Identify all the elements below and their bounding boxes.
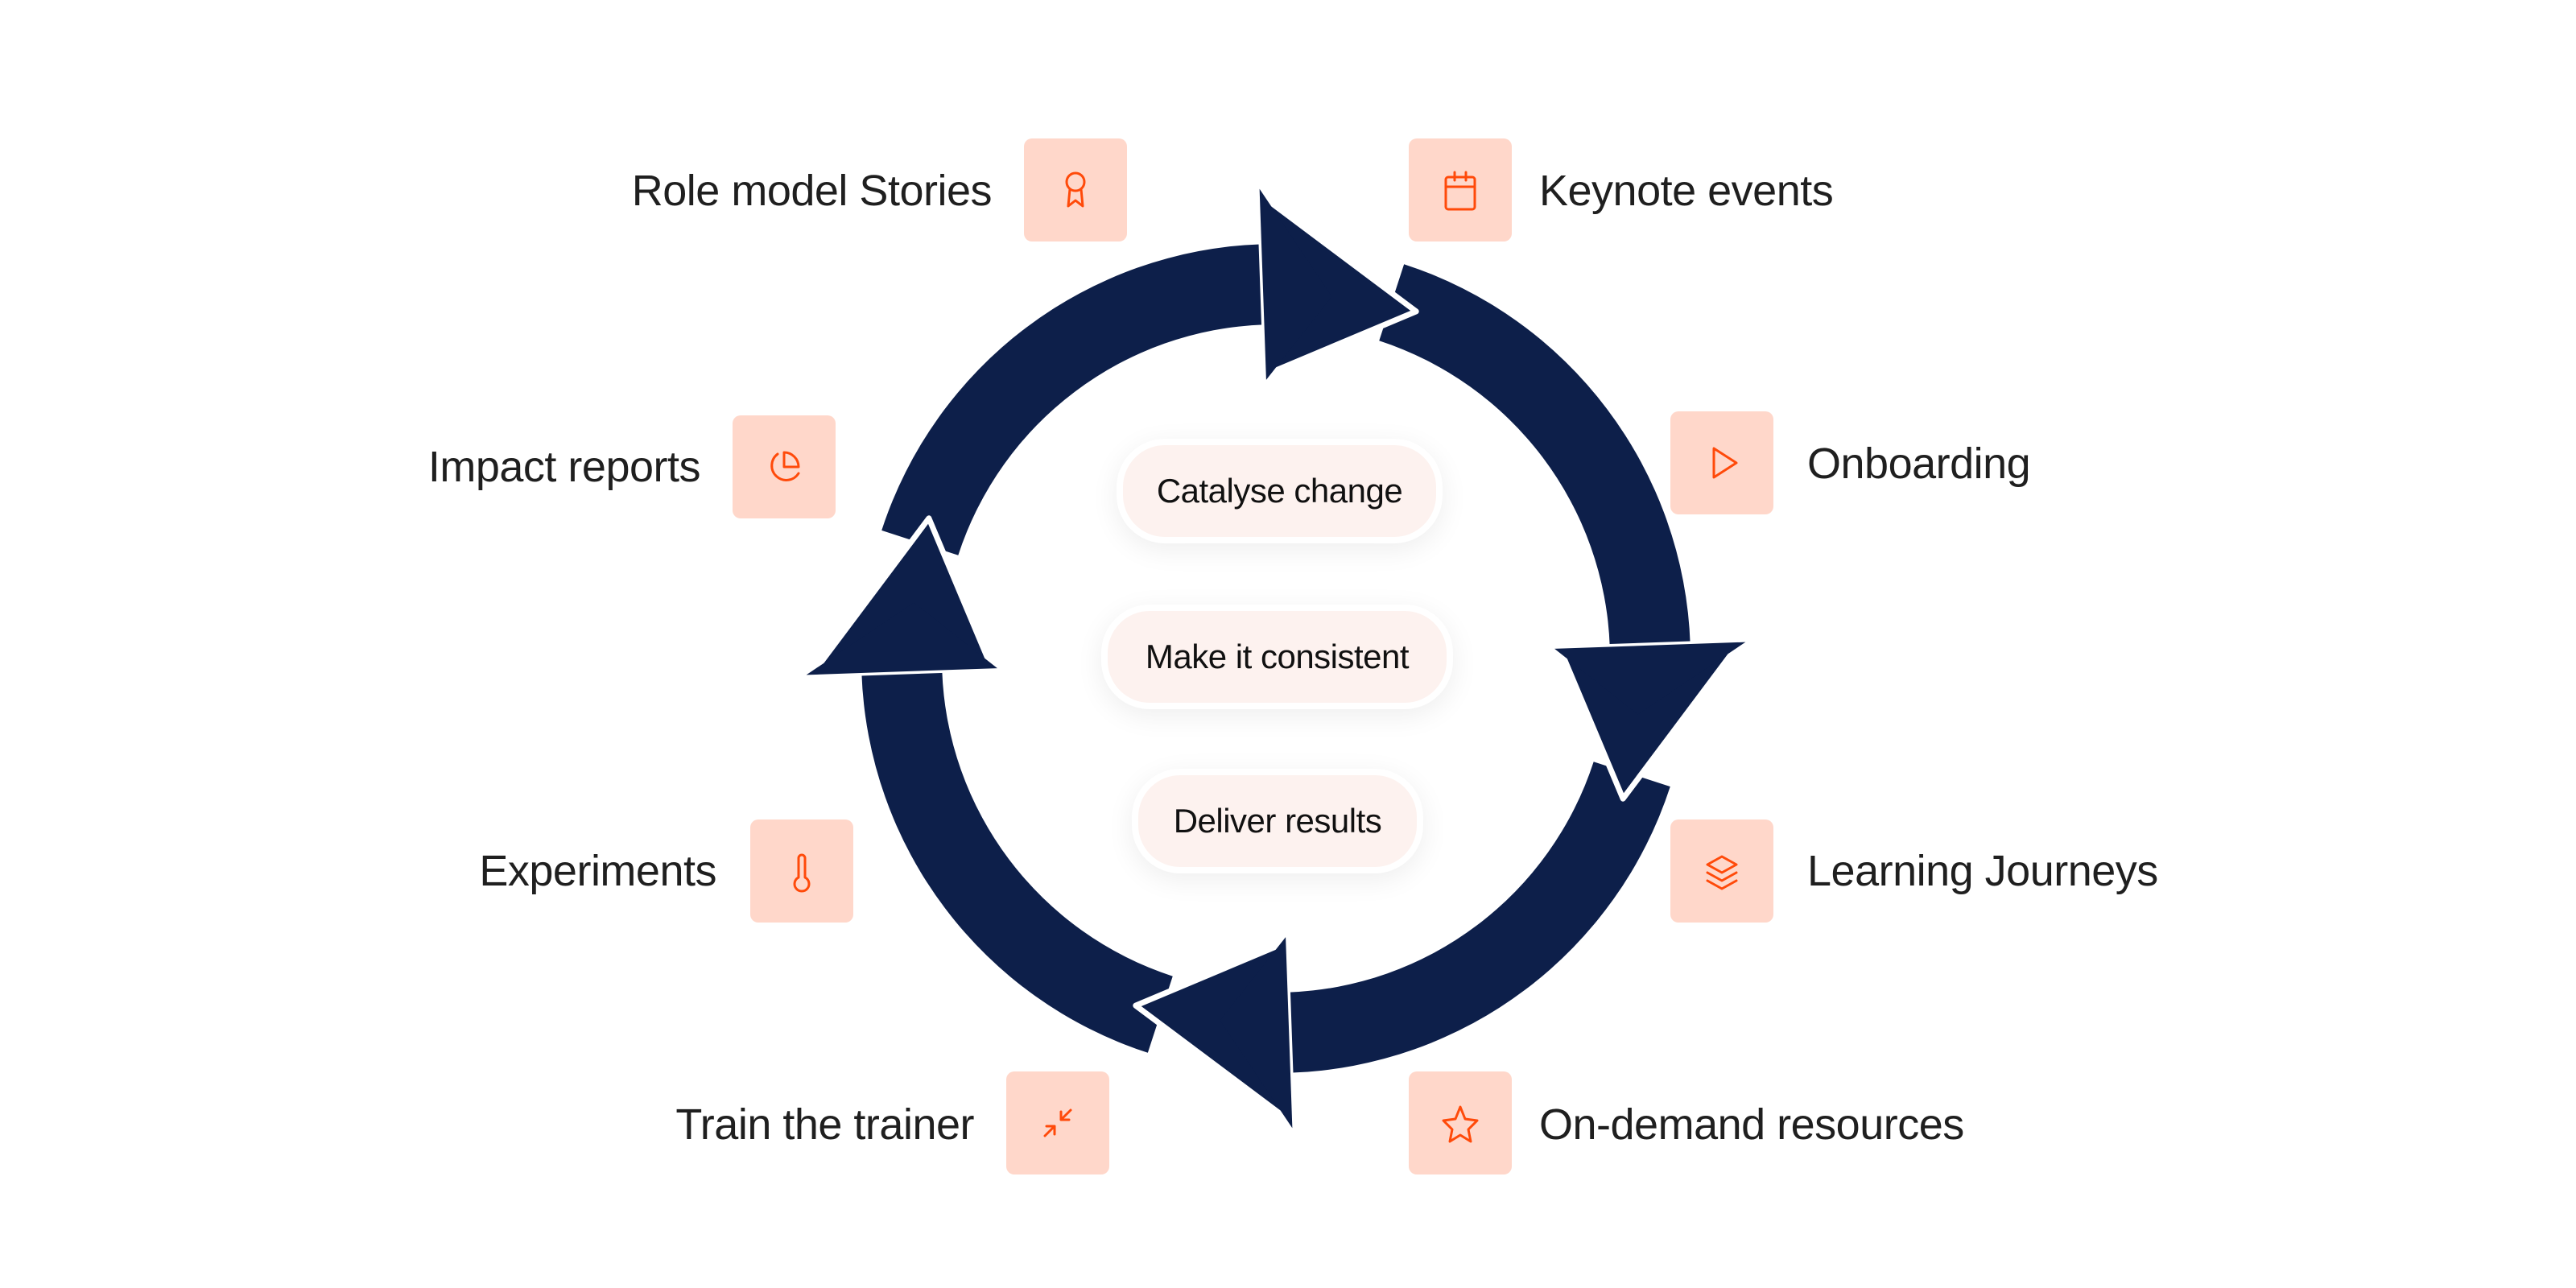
item-icon-box-impact-reports xyxy=(733,415,836,518)
item-icon-box-experiments xyxy=(750,819,853,923)
award-ribbon-icon xyxy=(1065,171,1086,208)
item-icon-box-train-the-trainer xyxy=(1006,1071,1109,1174)
item-label-keynote-events: Keynote events xyxy=(1539,167,1834,215)
ring-segment xyxy=(881,244,1265,555)
arrow-top-base xyxy=(1259,188,1332,380)
play-icon xyxy=(1712,447,1738,479)
item-icon-box-role-model-stories xyxy=(1024,138,1127,242)
item-icon-box-learning-journeys xyxy=(1670,819,1773,923)
star-icon xyxy=(1442,1105,1479,1143)
item-icon-box-keynote-events xyxy=(1409,138,1512,242)
center-pill-catalyse-change: Catalyse change xyxy=(1117,439,1443,543)
center-pill-deliver-results: Deliver results xyxy=(1132,769,1423,873)
ring-segment xyxy=(1287,762,1670,1073)
item-label-experiments: Experiments xyxy=(479,847,716,895)
ring-segment xyxy=(861,670,1173,1053)
pie-chart-icon xyxy=(770,451,800,481)
item-label-train-the-trainer: Train the trainer xyxy=(675,1100,974,1149)
arrow-bottom-base xyxy=(1220,937,1293,1129)
item-label-impact-reports: Impact reports xyxy=(427,443,701,491)
layers-icon xyxy=(1706,855,1738,890)
item-label-learning-journeys: Learning Journeys xyxy=(1807,847,2158,895)
arrow-left-base xyxy=(806,602,997,675)
thermometer-icon xyxy=(793,853,811,893)
item-label-on-demand-resources: On-demand resources xyxy=(1539,1100,1964,1149)
ring-segment xyxy=(1379,264,1690,647)
item-icon-box-onboarding xyxy=(1670,411,1773,514)
item-label-role-model-stories: Role model Stories xyxy=(631,167,993,215)
minimize-arrows-icon xyxy=(1043,1108,1072,1137)
item-label-onboarding: Onboarding xyxy=(1807,440,2031,488)
calendar-icon xyxy=(1444,171,1476,211)
center-pill-make-it-consistent: Make it consistent xyxy=(1101,605,1453,709)
item-icon-box-on-demand-resources xyxy=(1409,1071,1512,1174)
arrow-right-base xyxy=(1554,642,1746,715)
